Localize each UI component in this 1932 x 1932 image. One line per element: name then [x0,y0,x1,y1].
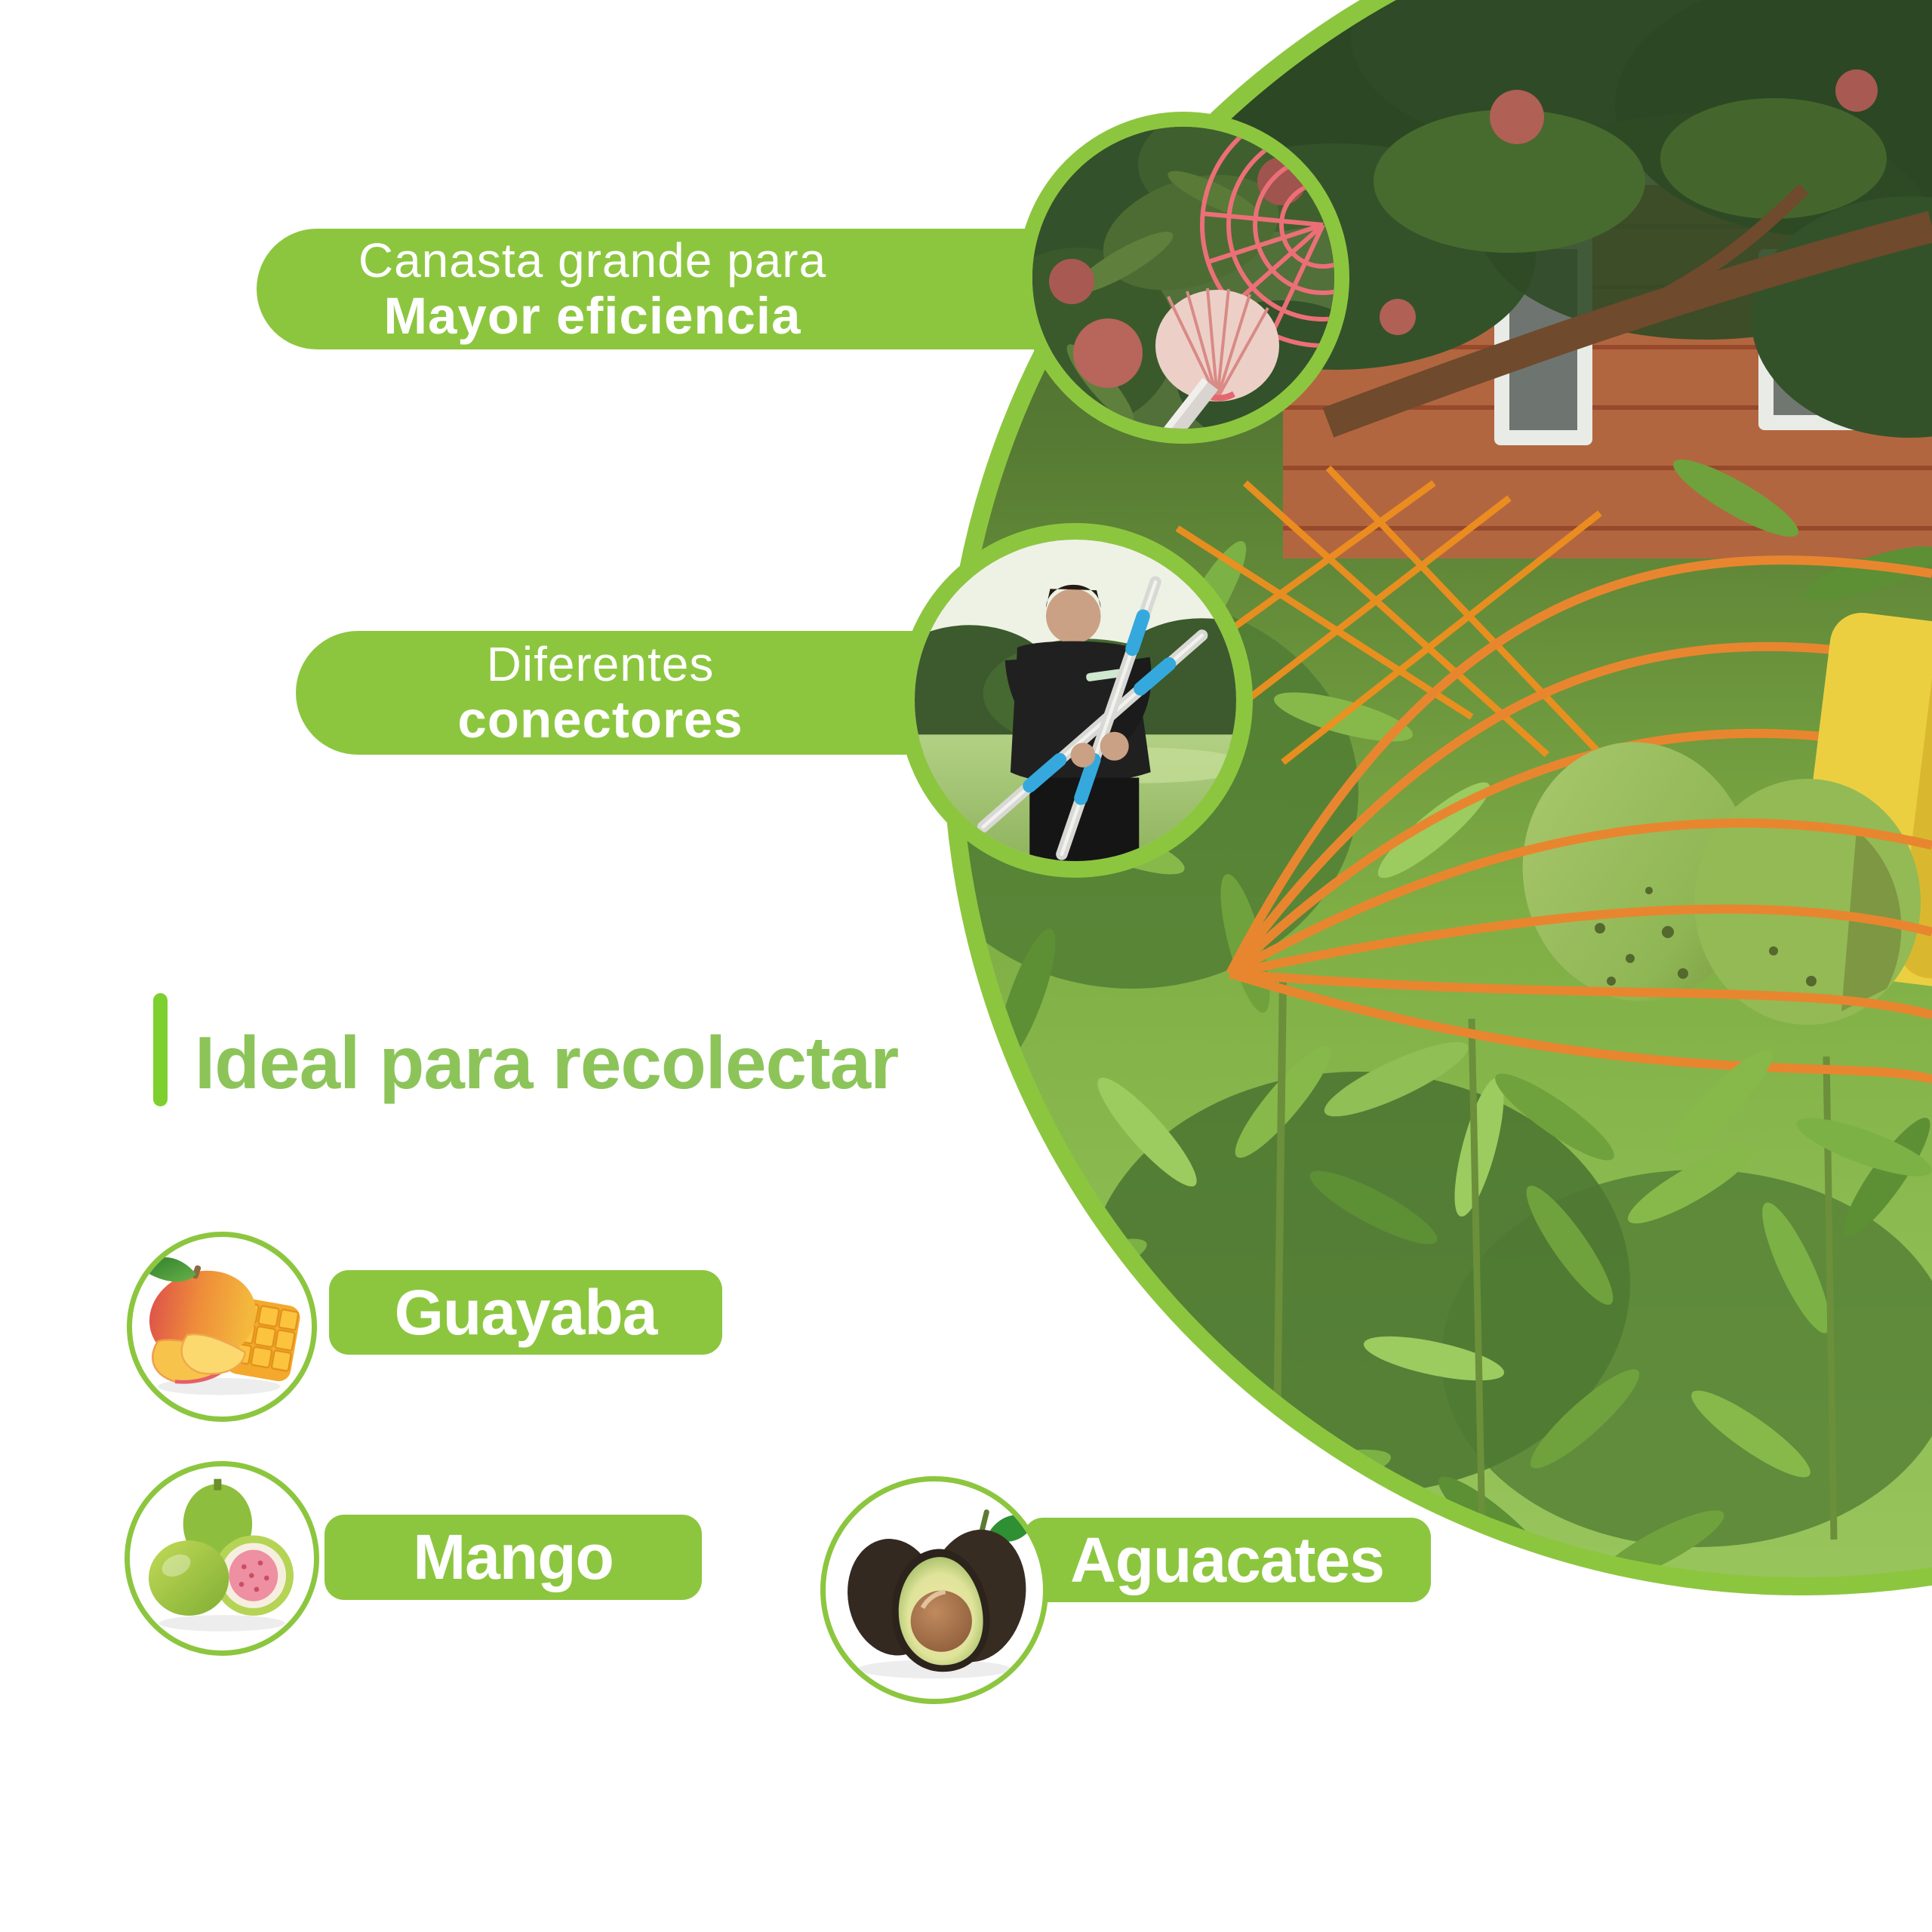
guava-photo-icon [148,1478,294,1632]
hand [1070,743,1096,768]
badge-canasta-line1: Canasta grande para [358,233,827,288]
badge-conectores-line1: Diferentes [486,637,715,691]
orange-basket-photo [1160,465,1932,1084]
yellow-collar [1793,612,1932,991]
aguacates-row-photo [820,1476,1048,1704]
green-mangoes [1522,742,1921,1025]
hand [1100,731,1129,761]
label-aguacates: Aguacates [1023,1518,1431,1602]
badge-conectores-line2: conectores [457,691,743,749]
label-mango-text: Mango [413,1521,614,1592]
guayaba-row-photo [127,1232,317,1422]
connector-poles-photo-icon [915,540,1236,861]
fruit-picker-basket-photo-icon [1032,127,1334,429]
badge-canasta-line2: Mayor eficiencia [383,287,801,345]
label-aguacates-text: Aguacates [1070,1524,1385,1595]
label-guayaba: Guayaba [329,1270,722,1355]
accent-bar [153,993,168,1106]
connectors-demo-photo [898,523,1253,878]
label-mango: Mango [325,1515,702,1600]
avocado-photo-icon [847,1509,1033,1678]
badge-canasta-grande: Canasta grande para Mayor eficiencia [257,229,1102,349]
building-backdrop [1283,0,1932,558]
section-title: Ideal para recolectar [195,1021,899,1104]
mango-photo-icon [143,1257,300,1395]
fruit-picker-closeup-photo [1017,112,1349,444]
mango-row-photo [125,1461,319,1656]
foreground-leaves [1317,1029,1932,1188]
label-guayaba-text: Guayaba [394,1276,658,1348]
